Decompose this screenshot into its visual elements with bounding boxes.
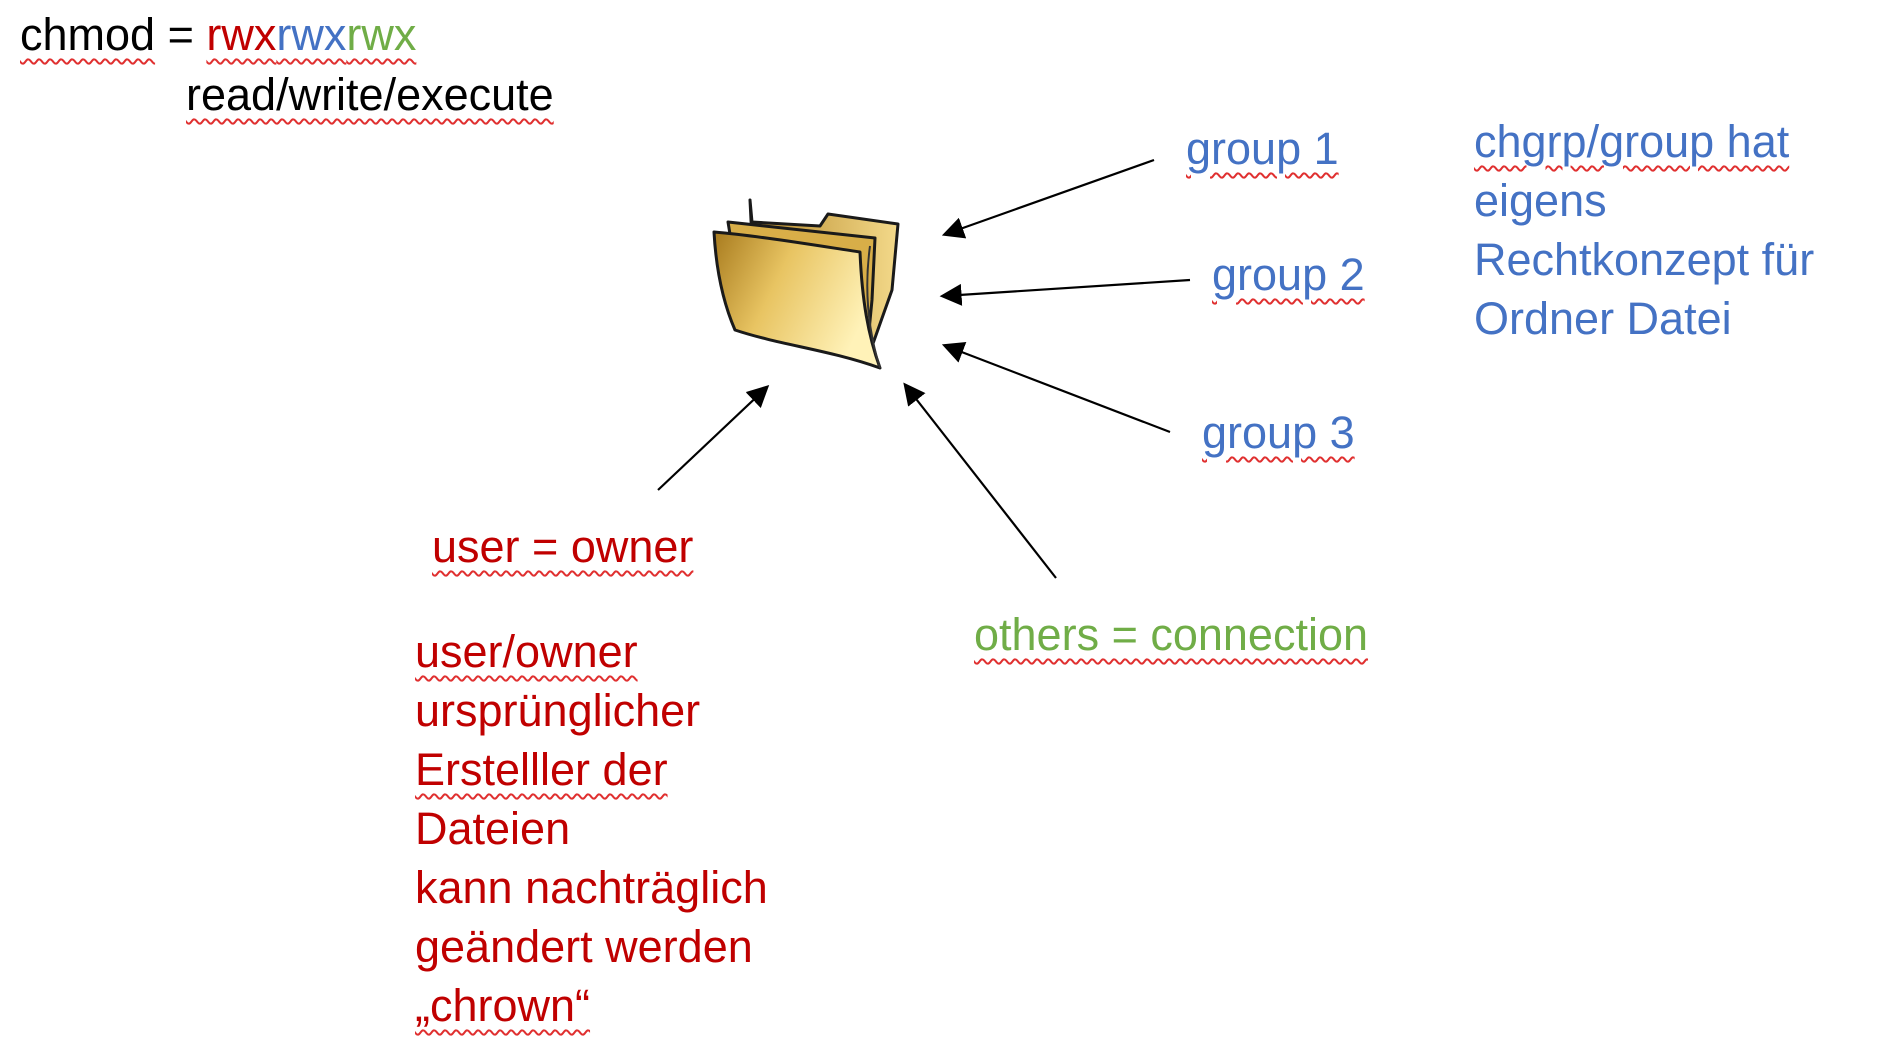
group-3-label: group 3 [1202,407,1355,458]
owner-note-line-6: geändert werden [415,921,753,972]
chmod-heading: chmod = rwxrwxrwx [20,6,416,64]
arrow-group-1 [941,158,1155,239]
owner-note-line-2: ursprünglicher [415,685,701,736]
owner-note-line-1: user/owner [415,626,638,677]
group-1-label: group 1 [1186,123,1339,174]
owner-note-line-5: kann nachträglich [415,862,768,913]
group-2-label: group 2 [1212,249,1365,300]
arrow-group-3 [941,342,1171,434]
user-owner-label: user = owner [432,521,694,572]
chmod-word: chmod [20,9,156,60]
folder-icon [712,198,900,370]
group-note-line-1: chgrp/group hat [1474,116,1790,167]
owner-note-line-3: Erstelller der [415,744,668,795]
perm-group: rwx [276,9,347,60]
arrow-user [657,384,770,491]
owner-note: user/owner ursprünglicher Erstelller der… [415,622,768,1035]
owner-note-line-4: Dateien [415,803,571,854]
perm-user: rwx [206,9,277,60]
group-note-line-3: Rechtkonzept für [1474,234,1815,285]
group-note: chgrp/group hat eigens Rechtkonzept für … [1474,112,1814,348]
arrow-group-2 [939,278,1191,306]
chmod-subtitle: read/write/execute [186,69,554,120]
chmod-equals: = [155,9,207,60]
owner-note-line-7: „chrown“ [415,980,591,1031]
arrow-others [903,382,1057,579]
perm-other: rwx [346,9,417,60]
group-note-line-2: eigens [1474,175,1607,226]
group-note-line-4: Ordner Datei [1474,293,1732,344]
others-label: others = connection [974,609,1369,660]
